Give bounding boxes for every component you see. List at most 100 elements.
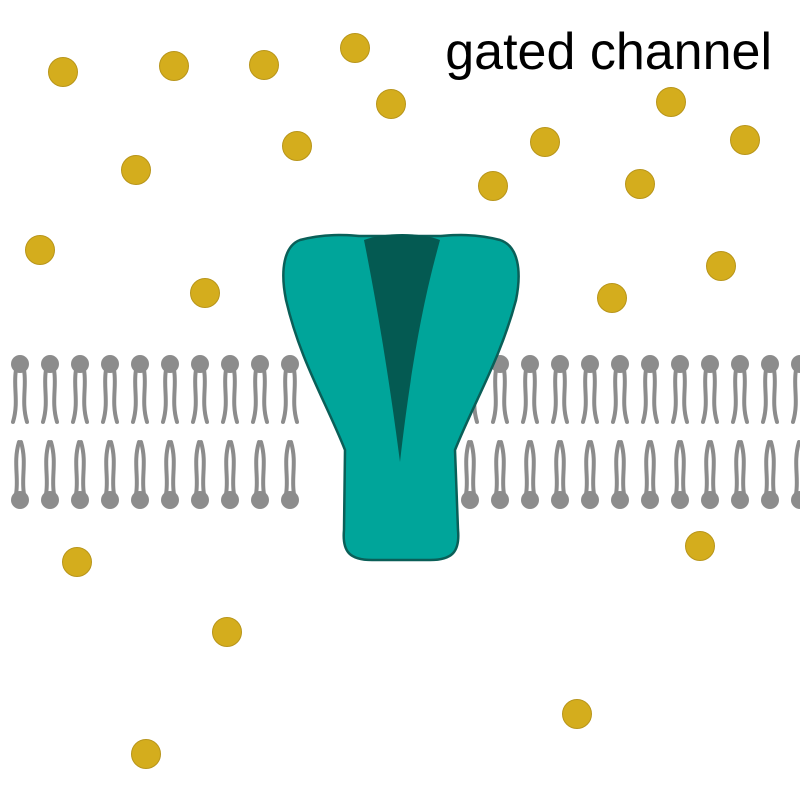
lipid-tail	[259, 440, 266, 496]
lipid-head	[251, 355, 269, 373]
molecule	[478, 171, 508, 201]
lipid-tail	[194, 440, 201, 496]
lipid-tail	[581, 368, 588, 424]
lipid-tail	[44, 440, 51, 496]
lipid-tail	[232, 368, 239, 424]
lipid-tail	[641, 368, 648, 424]
lipid-tail	[494, 440, 501, 496]
lipid-tail	[41, 368, 48, 424]
lipid-tail	[682, 368, 689, 424]
lipid-head	[521, 491, 539, 509]
lipid-tail	[584, 440, 591, 496]
lipid-head	[671, 355, 689, 373]
molecule	[656, 87, 686, 117]
lipid-head	[161, 491, 179, 509]
lipid-tail	[82, 368, 89, 424]
lipid-head	[101, 355, 119, 373]
lipid-head	[701, 355, 719, 373]
lipid-tail	[614, 440, 621, 496]
lipid-head	[761, 491, 779, 509]
molecule	[131, 739, 161, 769]
lipid-head	[491, 491, 509, 509]
lipid-head	[791, 355, 800, 373]
molecule	[597, 283, 627, 313]
lipid-tail	[559, 440, 566, 496]
lipid-tail	[701, 368, 708, 424]
lipid-head	[131, 355, 149, 373]
lipid-tail	[704, 440, 711, 496]
lipid-head	[11, 355, 29, 373]
lipid-tail	[622, 368, 629, 424]
molecule	[190, 278, 220, 308]
lipid-tail	[649, 440, 656, 496]
lipid-tail	[11, 368, 18, 424]
lipid-tail	[14, 440, 21, 496]
lipid-tail	[22, 368, 29, 424]
lipid-tail	[109, 440, 116, 496]
lipid-tail	[562, 368, 569, 424]
diagram-title: gated channel	[445, 23, 772, 81]
molecule	[376, 89, 406, 119]
lipid-tail	[74, 440, 81, 496]
molecules	[25, 33, 760, 769]
lipid-head	[281, 355, 299, 373]
molecule	[730, 125, 760, 155]
lipid-tail	[674, 440, 681, 496]
lipid-head	[461, 491, 479, 509]
lipid-tail	[131, 368, 138, 424]
lipid-tail	[529, 440, 536, 496]
lipid-tail	[772, 368, 779, 424]
lipid-tail	[262, 368, 269, 424]
lipid-tail	[551, 368, 558, 424]
lipid-tail	[521, 368, 528, 424]
molecule	[121, 155, 151, 185]
lipid-tail	[554, 440, 561, 496]
lipid-tail	[49, 440, 56, 496]
lipid-head	[71, 355, 89, 373]
lipid-head	[581, 491, 599, 509]
lipid-head	[191, 491, 209, 509]
lipid-tail	[652, 368, 659, 424]
lipid-tail	[284, 440, 291, 496]
lipid-tail	[791, 368, 798, 424]
lipid-tail	[112, 368, 119, 424]
lipid-head	[611, 355, 629, 373]
lipid-head	[71, 491, 89, 509]
lipid-tail	[191, 368, 198, 424]
lipid-tail	[199, 440, 206, 496]
lipid-tail	[19, 440, 26, 496]
lipid-tail	[104, 440, 111, 496]
lipid-tail	[224, 440, 231, 496]
lipid-tail	[502, 368, 509, 424]
molecule	[530, 127, 560, 157]
molecule	[249, 50, 279, 80]
lipid-head	[41, 355, 59, 373]
lipid-tail	[229, 440, 236, 496]
lipid-tail	[499, 440, 506, 496]
molecule	[706, 251, 736, 281]
channel-pore	[364, 234, 440, 462]
lipid-tail	[464, 440, 471, 496]
lipid-tail	[164, 440, 171, 496]
lipid-tail	[221, 368, 228, 424]
lipid-tail	[742, 368, 749, 424]
lipid-head	[11, 491, 29, 509]
lipid-head	[41, 491, 59, 509]
lipid-tail	[202, 368, 209, 424]
molecule	[48, 57, 78, 87]
molecule	[25, 235, 55, 265]
molecule	[685, 531, 715, 561]
gated-channel-protein	[282, 233, 520, 562]
lipid-head	[221, 355, 239, 373]
lipid-head	[161, 355, 179, 373]
lipid-head	[731, 491, 749, 509]
lipid-tail	[592, 368, 599, 424]
lipid-tail	[161, 368, 168, 424]
lipid-head	[221, 491, 239, 509]
lipid-head	[101, 491, 119, 509]
lipid-tail	[794, 440, 800, 496]
lipid-bilayer	[11, 355, 800, 509]
molecule	[62, 547, 92, 577]
